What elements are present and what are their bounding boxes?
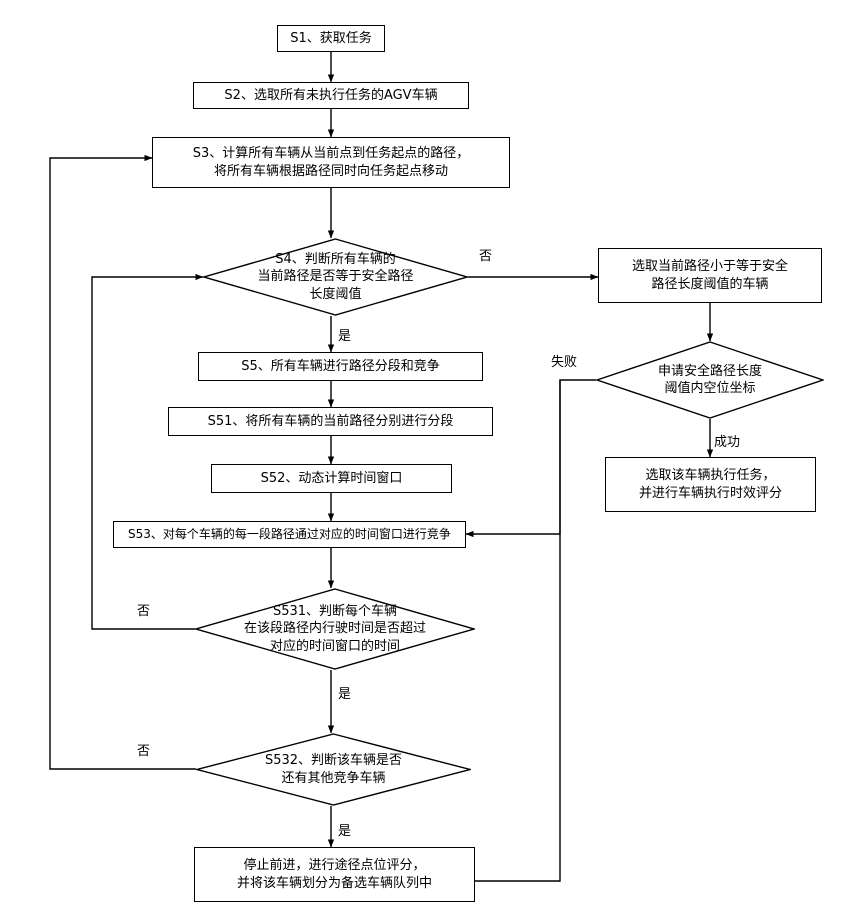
- node-exec-task[interactable]: 选取该车辆执行任务， 并进行车辆执行时效评分: [605, 457, 816, 512]
- edge-label-s531-no: 否: [137, 604, 151, 619]
- node-apply-slot-label: 申请安全路径长度 阈值内空位坐标: [657, 363, 762, 396]
- edge-apply-fail: [465, 379, 596, 538]
- node-stop-score[interactable]: 停止前进，进行途径点位评分， 并将该车辆划分为备选车辆队列中: [194, 847, 475, 902]
- node-select-vehicle-label: 选取当前路径小于等于安全 路径长度阈值的车辆: [631, 258, 788, 292]
- node-s53-label: S53、对每个车辆的每一段路径通过对应的时间窗口进行竞争: [128, 527, 451, 542]
- node-s51[interactable]: S51、将所有车辆的当前路径分别进行分段: [168, 407, 493, 436]
- edge-stop-to-apply: [475, 380, 561, 882]
- node-s532[interactable]: S532、判断该车辆是否 还有其他竞争车辆: [196, 733, 471, 806]
- decision-shape: [596, 341, 824, 419]
- node-s531[interactable]: S531、判断每个车辆 在该段路径内行驶时间是否超过 对应的时间窗口的时间: [195, 588, 475, 670]
- node-stop-score-label: 停止前进，进行途径点位评分， 并将该车辆划分为备选车辆队列中: [236, 857, 432, 891]
- node-s1-label: S1、获取任务: [290, 30, 372, 46]
- node-s2-label: S2、选取所有未执行任务的AGV车辆: [224, 87, 438, 103]
- decision-shape: [195, 588, 475, 670]
- node-s3[interactable]: S3、计算所有车辆从当前点到任务起点的路径， 将所有车辆根据路径同时向任务起点移…: [152, 137, 510, 188]
- edge-s531-no: [91, 273, 204, 630]
- node-s5[interactable]: S5、所有车辆进行路径分段和竞争: [198, 352, 483, 381]
- node-s1[interactable]: S1、获取任务: [277, 25, 385, 52]
- edge-label-apply-success: 成功: [714, 435, 741, 450]
- edge-label-s532-no: 否: [137, 744, 151, 759]
- node-s52-label: S52、动态计算时间窗口: [260, 470, 403, 486]
- node-s531-label: S531、判断每个车辆 在该段路径内行驶时间是否超过 对应的时间窗口的时间: [243, 604, 426, 654]
- edge-label-s531-yes: 是: [338, 687, 352, 702]
- node-s4-label: S4、判断所有车辆的 当前路径是否等于安全路径 长度阈值: [257, 252, 414, 302]
- edge-label-s532-yes: 是: [338, 824, 352, 839]
- node-apply-slot[interactable]: 申请安全路径长度 阈值内空位坐标: [596, 341, 824, 419]
- node-s532-label: S532、判断该车辆是否 还有其他竞争车辆: [264, 753, 403, 786]
- node-s5-label: S5、所有车辆进行路径分段和竞争: [241, 358, 440, 374]
- node-s4[interactable]: S4、判断所有车辆的 当前路径是否等于安全路径 长度阈值: [203, 238, 468, 316]
- node-s3-label: S3、计算所有车辆从当前点到任务起点的路径， 将所有车辆根据路径同时向任务起点移…: [192, 145, 470, 179]
- edge-s532-no: [49, 154, 196, 770]
- node-s53[interactable]: S53、对每个车辆的每一段路径通过对应的时间窗口进行竞争: [113, 521, 466, 548]
- node-s51-label: S51、将所有车辆的当前路径分别进行分段: [207, 413, 454, 429]
- node-s52[interactable]: S52、动态计算时间窗口: [211, 464, 452, 493]
- decision-shape: [203, 238, 468, 316]
- edge-label-apply-fail: 失败: [551, 355, 578, 370]
- edge-label-s4-no: 否: [479, 249, 493, 264]
- node-exec-task-label: 选取该车辆执行任务， 并进行车辆执行时效评分: [638, 467, 782, 501]
- node-s2[interactable]: S2、选取所有未执行任务的AGV车辆: [193, 82, 469, 109]
- edge-label-s4-yes: 是: [338, 329, 352, 344]
- node-select-vehicle[interactable]: 选取当前路径小于等于安全 路径长度阈值的车辆: [598, 248, 822, 303]
- decision-shape: [196, 733, 471, 806]
